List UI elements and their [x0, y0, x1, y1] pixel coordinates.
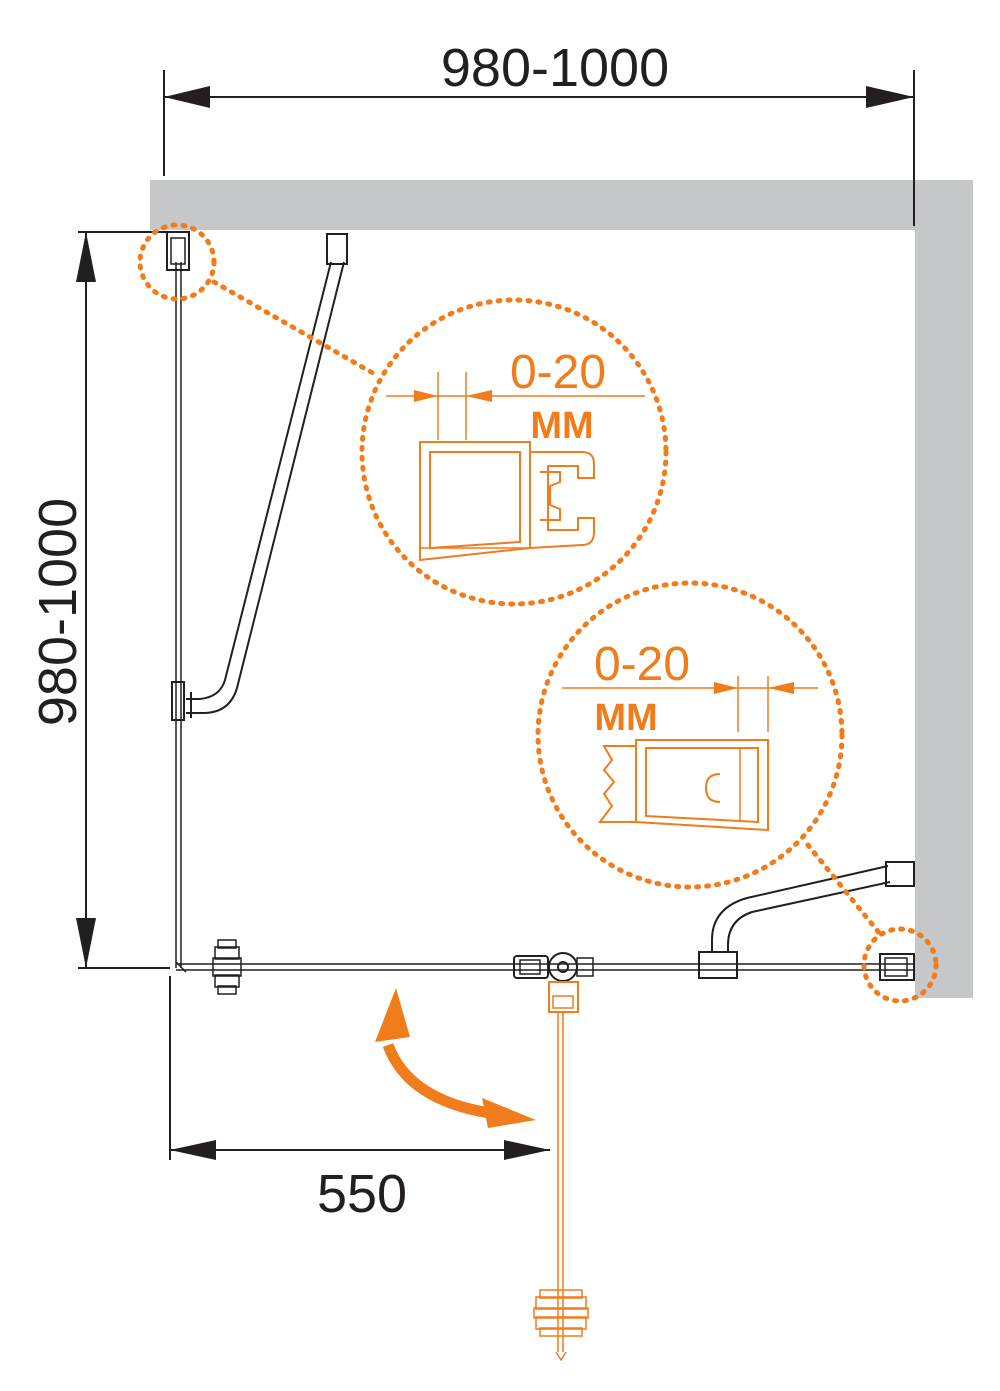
callout-lower-range: 0-20: [594, 638, 690, 691]
callout-upper: 0-20 MM: [137, 222, 669, 607]
top-dimension: 980-1000: [163, 38, 914, 176]
wall-right: [915, 180, 973, 998]
support-bar-lower: [698, 861, 915, 979]
right-wall-profile: [879, 953, 915, 981]
wall-top: [150, 180, 973, 230]
callout-upper-unit: MM: [530, 405, 593, 447]
center-hinge: [513, 952, 594, 982]
callout-lower: 0-20 MM: [535, 580, 939, 1004]
side-glass-panel: [166, 231, 190, 968]
callout-lower-unit: MM: [594, 697, 657, 739]
profile-drawing-lower: [598, 739, 769, 832]
support-bar-upper: [186, 233, 348, 718]
front-glass: [175, 961, 915, 973]
door-dimension: 550: [169, 976, 550, 1224]
top-dimension-label: 980-1000: [441, 38, 669, 98]
profile-drawing-upper: [419, 441, 595, 562]
door-dimension-label: 550: [317, 1164, 407, 1224]
detail-marker-upper: [137, 222, 217, 302]
detail-marker-lower: [861, 926, 939, 1004]
open-door: [533, 981, 589, 1362]
callout-upper-range: 0-20: [510, 346, 606, 399]
door-handle-left: [212, 939, 242, 995]
left-dimension-label: 980-1000: [28, 498, 88, 726]
swing-arrow-icon: [375, 988, 536, 1128]
left-dimension: 980-1000: [28, 231, 170, 969]
